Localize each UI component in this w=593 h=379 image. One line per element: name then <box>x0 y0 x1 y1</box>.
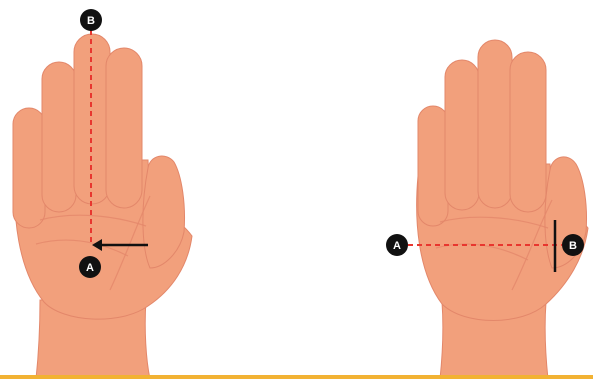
bottom-accent-bar <box>0 375 593 379</box>
svg-text:B: B <box>569 240 577 252</box>
svg-text:B: B <box>87 15 95 27</box>
marker-a-bottom: A <box>79 256 101 278</box>
left-hand-illustration <box>13 34 192 379</box>
svg-text:A: A <box>86 262 94 274</box>
marker-b-right: B <box>562 234 584 256</box>
svg-text:A: A <box>393 240 401 252</box>
right-hand-illustration <box>417 40 588 379</box>
marker-a-left: A <box>386 234 408 256</box>
marker-b-top: B <box>80 9 102 31</box>
